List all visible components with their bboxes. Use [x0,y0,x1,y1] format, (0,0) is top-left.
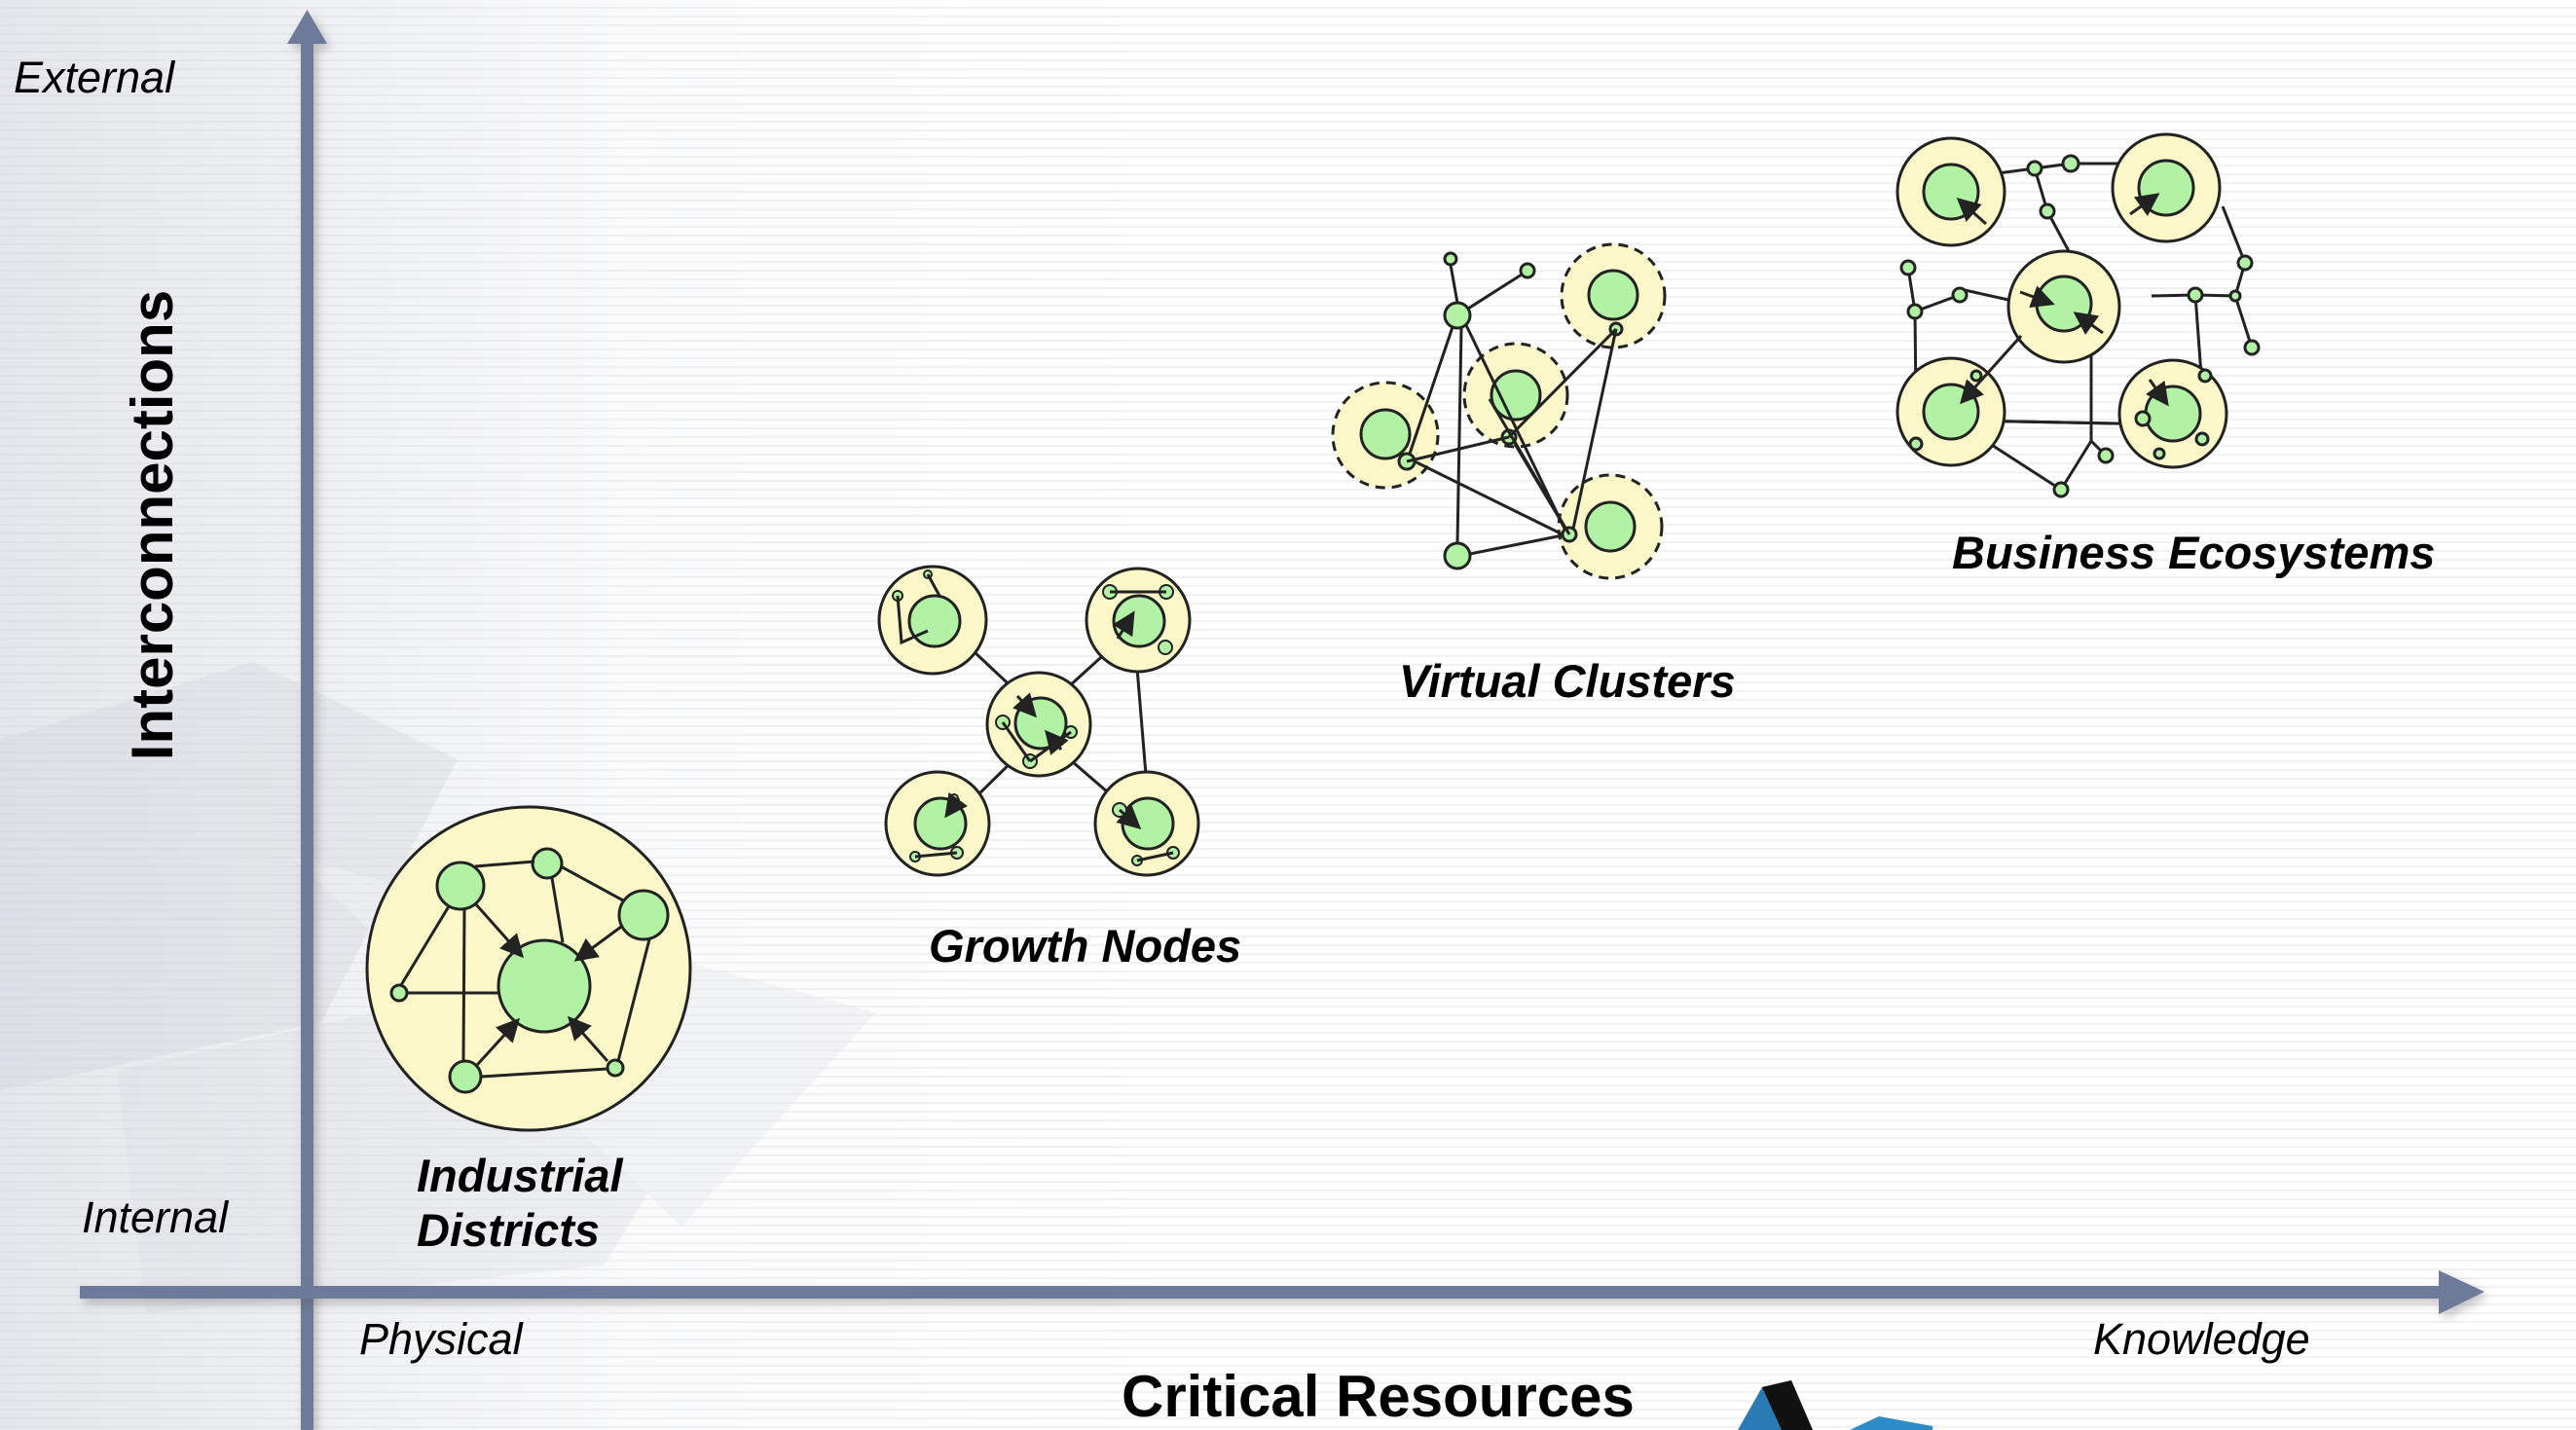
x-axis [80,1270,2484,1314]
x-axis-title: Critical Resources [1122,1364,1635,1429]
x-axis-right-label: Knowledge [2093,1314,2310,1364]
growth-nodes-network [877,565,1200,877]
business-ecosystems-label: Business Ecosystems [1952,527,2436,578]
y-axis [287,10,327,1430]
industrial-districts-network [365,805,692,1132]
industrial-districts-label: Industrial Districts [417,1150,623,1256]
y-axis-top-label: External [14,53,175,102]
x-axis-left-label: Physical [359,1314,523,1364]
virtual-clusters-network [1331,242,1667,580]
business-ecosystems-network [1895,132,2261,498]
y-axis-title: Interconnections [120,289,186,761]
y-axis-bottom-label: Internal [82,1192,229,1242]
virtual-clusters-label: Virtual Clusters [1399,655,1736,707]
logo-fragment [1738,1380,1932,1430]
growth-nodes-label: Growth Nodes [929,920,1242,972]
